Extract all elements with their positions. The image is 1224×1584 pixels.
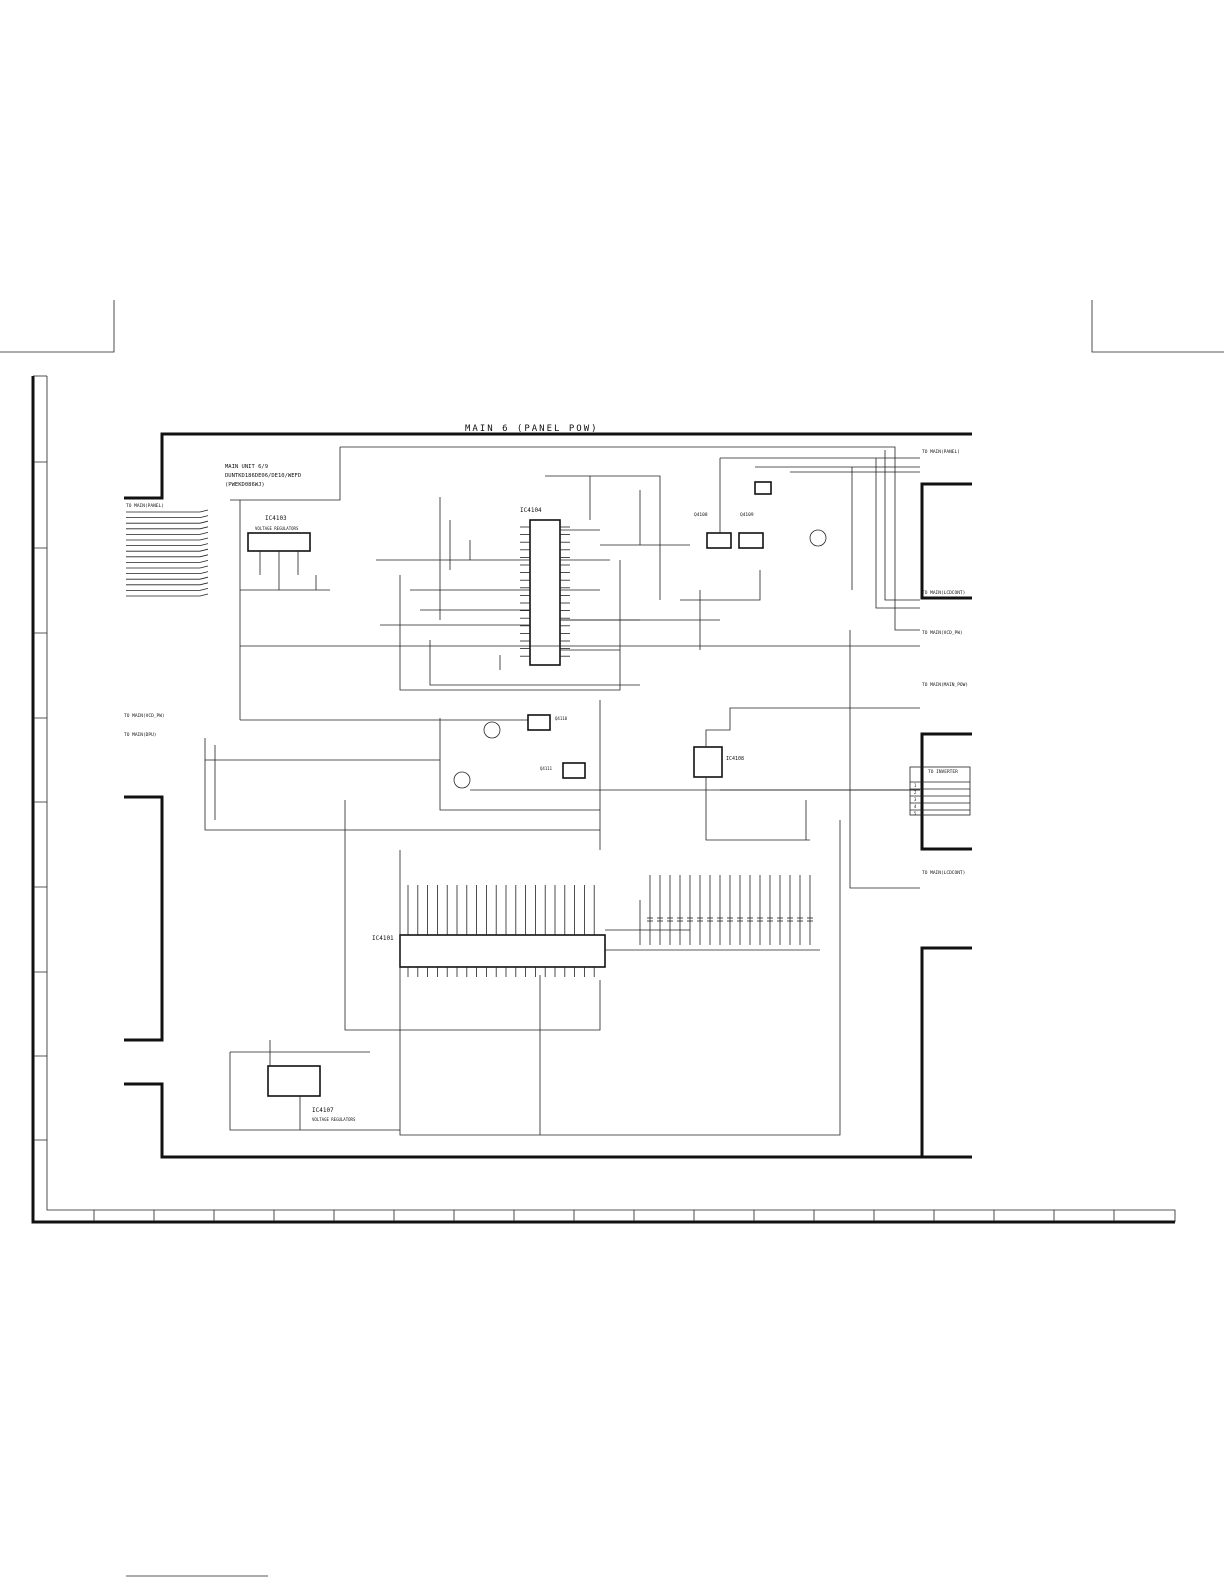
inverter-pin-number: 4: [914, 804, 917, 809]
wire: [199, 509, 209, 513]
ic4101-label: IC4101: [372, 935, 394, 942]
unit-note-line3: (PWEKD086WJ): [225, 482, 265, 488]
wire: [199, 576, 209, 580]
ic4108-label: IC4108: [726, 756, 744, 762]
ic4104-label: IC4104: [520, 507, 542, 514]
q4109-package: Q4109: [738, 512, 764, 549]
left-connector-pins: [126, 509, 209, 597]
wire: [199, 560, 209, 563]
q4109-label: Q4109: [740, 512, 754, 518]
ic4103-label: IC4103: [265, 515, 287, 522]
outer-frame: [31, 375, 1176, 1224]
q4110-body: [527, 714, 551, 731]
wire: [199, 515, 209, 518]
sheet-title: MAIN 6 (PANEL POW): [465, 424, 599, 434]
q4108-body: [706, 532, 732, 549]
ic4103-regulator: IC4103 VOLTAGE REGULATORS: [240, 515, 330, 591]
wire: [199, 532, 209, 535]
wire: [199, 520, 209, 524]
right-connector-vcd-pw: TO MAIN(VCD_PW): [922, 630, 963, 636]
crop-marks: [0, 300, 1224, 1577]
ic4108-section: IC4108: [693, 630, 920, 889]
wire: [199, 571, 209, 574]
wire: [199, 554, 209, 558]
inverter-connector-title: TO INVERTER: [928, 769, 958, 775]
left-connector-vcd-pw: TO MAIN(VCD_PW): [124, 713, 165, 719]
right-connector-lcdcont-2: TO MAIN(LCDCONT): [922, 870, 965, 876]
ic4107-label: IC4107: [312, 1107, 334, 1114]
inverter-connector: TO INVERTER 1 2 3 4 5: [909, 766, 971, 816]
module-border: [124, 432, 972, 1159]
ic4107-desc: VOLTAGE REGULATORS: [312, 1117, 356, 1122]
upper-right-network: [545, 450, 920, 650]
wire: [199, 548, 209, 552]
ic4101-body: [399, 934, 606, 968]
wire: [199, 593, 209, 597]
ic4104-body: [529, 519, 561, 666]
unit-note-line2: DUNTKD186DE06/DE10/WEFD: [225, 473, 301, 479]
ic4103-body: [247, 532, 311, 552]
wiring-main: [230, 446, 920, 721]
ic4108-body: [693, 746, 723, 778]
q4108-label: Q4108: [694, 512, 708, 518]
q4108-package: Q4108: [694, 512, 732, 549]
inverter-pin-number: 1: [914, 783, 917, 788]
q4109-body: [738, 532, 764, 549]
inverter-pin-number: 5: [914, 811, 917, 816]
inverter-pin-number: 2: [914, 790, 917, 795]
q4110-q4111-section: Q4110 Q4111: [204, 700, 920, 850]
wire: [199, 588, 209, 591]
wire: [199, 565, 209, 569]
q4110-label: Q4110: [555, 716, 568, 721]
ic4107-body: [267, 1065, 321, 1097]
right-connector-main-pow: TO MAIN(MAIN_POW): [922, 682, 968, 688]
q4111-label: Q4111: [540, 766, 553, 771]
ic4103-desc: VOLTAGE REGULATORS: [255, 526, 299, 531]
ic4101-driver: IC4101: [372, 885, 820, 977]
wire: [199, 543, 209, 546]
resistor-bank: [647, 875, 813, 945]
left-connector-dpu: TO MAIN(DPU): [124, 732, 157, 738]
wire: [199, 526, 209, 530]
unit-note: MAIN UNIT 6/9 DUNTKD186DE06/DE10/WEFD (P…: [225, 464, 301, 488]
inverter-pin-number: 3: [914, 797, 917, 802]
right-connector-panel: TO MAIN(PANEL): [922, 449, 960, 455]
wire: [199, 582, 209, 586]
right-connector-lcdcont: TO MAIN(LCDCONT): [922, 590, 965, 596]
ic4104-controller: IC4104: [520, 507, 570, 666]
ic4107-regulator: IC4107 VOLTAGE REGULATORS: [229, 800, 841, 1136]
unit-note-line1: MAIN UNIT 6/9: [225, 464, 268, 470]
left-connector-panel: TO MAIN(PANEL): [126, 503, 164, 509]
q4111-body: [562, 762, 586, 779]
wire: [199, 537, 209, 541]
